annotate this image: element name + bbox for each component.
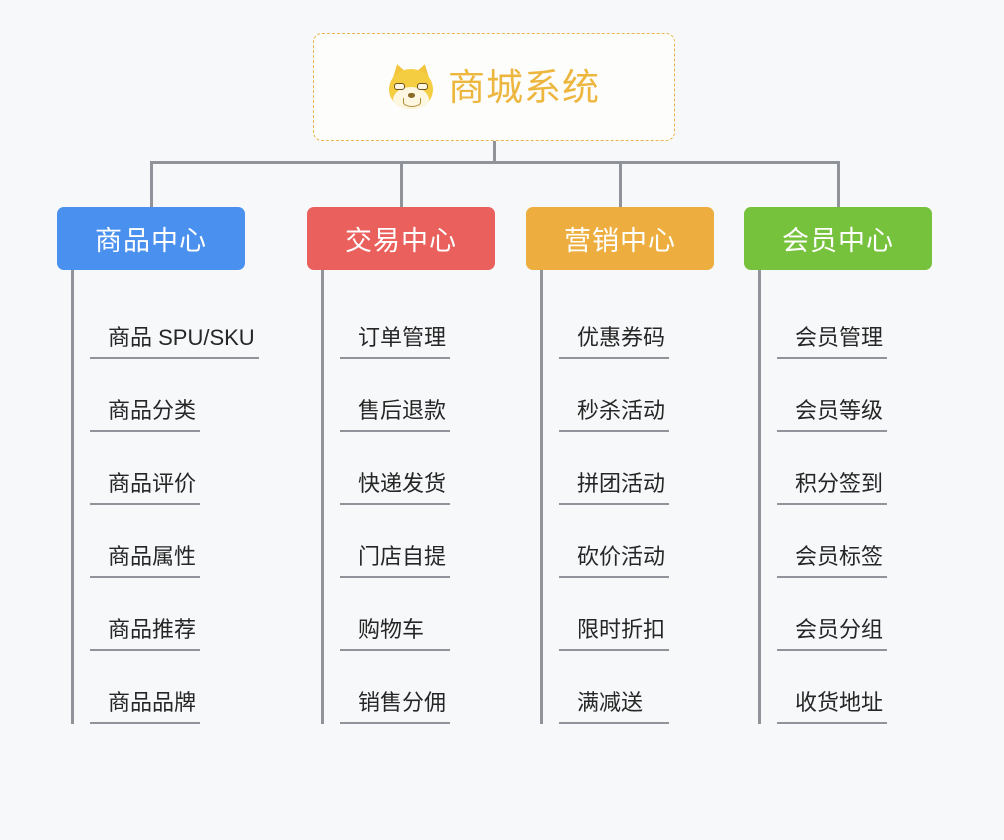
list-item-label: 销售分佣 [358,689,447,715]
list-item[interactable]: 积分签到 [777,432,888,505]
list-item-label: 商品属性 [108,543,197,569]
list-item[interactable]: 商品属性 [90,505,201,578]
list-item[interactable]: 快递发货 [340,432,451,505]
list-item[interactable]: 收货地址 [777,651,888,724]
list-item[interactable]: 购物车 [340,578,450,651]
list-item-label: 商品评价 [108,470,197,496]
branch-trade-center: 交易中心 订单管理 售后退款 快递发货 门店自提 购物车 销售分佣 [307,207,495,724]
root-stem-line [493,141,496,164]
list-item-label: 会员管理 [795,324,884,350]
list-item-label: 限时折扣 [577,616,666,642]
branch-items-trade-center: 订单管理 售后退款 快递发货 门店自提 购物车 销售分佣 [321,270,495,724]
branch-items-marketing-center: 优惠券码 秒杀活动 拼团活动 砍价活动 限时折扣 满减送 [540,270,714,724]
list-item[interactable]: 售后退款 [340,359,451,432]
list-item[interactable]: 商品推荐 [90,578,201,651]
list-item-label: 商品分类 [108,397,197,423]
list-item[interactable]: 会员标签 [777,505,888,578]
shiba-dog-face-icon [388,61,434,110]
root-title: 商城系统 [448,66,600,108]
branch-items-member-center: 会员管理 会员等级 积分签到 会员标签 会员分组 收货地址 [758,270,932,724]
drop-line-2 [400,161,403,208]
list-item-label: 商品 SPU/SKU [108,324,255,350]
list-item[interactable]: 销售分佣 [340,651,451,724]
list-item-label: 会员等级 [795,397,884,423]
list-item-label: 收货地址 [795,689,884,715]
drop-line-4 [837,161,840,208]
list-item[interactable]: 砍价活动 [559,505,670,578]
list-item[interactable]: 订单管理 [340,286,451,359]
list-item-label: 会员分组 [795,616,884,642]
branch-marketing-center: 营销中心 优惠券码 秒杀活动 拼团活动 砍价活动 限时折扣 满减送 [526,207,714,724]
list-item-label: 商品品牌 [108,689,197,715]
list-item-label: 满减送 [577,689,644,715]
list-item[interactable]: 会员等级 [777,359,888,432]
list-item-label: 门店自提 [358,543,447,569]
drop-line-1 [150,161,153,208]
list-item[interactable]: 门店自提 [340,505,451,578]
list-item-label: 购物车 [358,616,425,642]
list-item[interactable]: 优惠券码 [559,286,670,359]
list-item[interactable]: 会员分组 [777,578,888,651]
root-node[interactable]: 商城系统 [313,33,675,141]
branch-member-center: 会员中心 会员管理 会员等级 积分签到 会员标签 会员分组 收货地址 [744,207,932,724]
list-item-label: 优惠券码 [577,324,666,350]
list-item-label: 会员标签 [795,543,884,569]
list-item-label: 秒杀活动 [577,397,666,423]
branch-product-center: 商品中心 商品 SPU/SKU 商品分类 商品评价 商品属性 商品推荐 商品品牌 [57,207,259,724]
list-item-label: 拼团活动 [577,470,666,496]
branch-header-marketing-center[interactable]: 营销中心 [526,207,714,270]
branch-bus-line [150,161,840,164]
list-item-label: 砍价活动 [577,543,666,569]
list-item-label: 商品推荐 [108,616,197,642]
list-item-label: 快递发货 [358,470,447,496]
list-item[interactable]: 商品品牌 [90,651,201,724]
list-item[interactable]: 满减送 [559,651,669,724]
drop-line-3 [619,161,622,208]
list-item-label: 售后退款 [358,397,447,423]
list-item-label: 订单管理 [358,324,447,350]
list-item[interactable]: 商品评价 [90,432,201,505]
branch-header-trade-center[interactable]: 交易中心 [307,207,495,270]
branch-header-product-center[interactable]: 商品中心 [57,207,245,270]
list-item[interactable]: 限时折扣 [559,578,670,651]
list-item-label: 积分签到 [795,470,884,496]
list-item[interactable]: 商品分类 [90,359,201,432]
list-item[interactable]: 会员管理 [777,286,888,359]
list-item[interactable]: 秒杀活动 [559,359,670,432]
list-item[interactable]: 商品 SPU/SKU [90,286,259,359]
branch-header-member-center[interactable]: 会员中心 [744,207,932,270]
list-item[interactable]: 拼团活动 [559,432,670,505]
branch-items-product-center: 商品 SPU/SKU 商品分类 商品评价 商品属性 商品推荐 商品品牌 [71,270,259,724]
